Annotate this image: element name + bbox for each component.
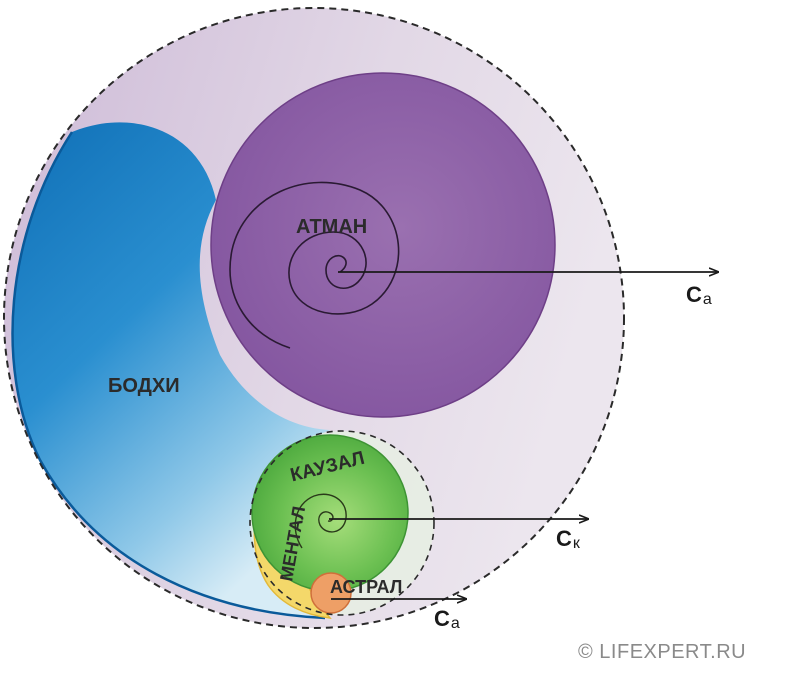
atman-region: [210, 72, 556, 418]
bodhi-region: [12, 122, 330, 618]
astral-region: [310, 572, 352, 614]
watermark: © LIFEXPERT.RU: [578, 641, 747, 663]
label-astral: АСТРАЛ: [330, 577, 402, 597]
bodhi-edge: [11, 131, 326, 620]
outer-dashed-boundary: [3, 7, 625, 629]
label-atman: АТМАН: [296, 216, 367, 238]
lower-dashed-boundary: [249, 430, 435, 616]
arrow-label-atman: Cа: [686, 282, 712, 308]
arrow-label-astral: Cа: [434, 606, 460, 632]
atman-spiral: [229, 181, 400, 349]
kauzal-spiral: [294, 493, 347, 549]
label-bodhi: БОДХИ: [108, 375, 180, 397]
arrow-label-kauzal: Cк: [556, 526, 581, 552]
